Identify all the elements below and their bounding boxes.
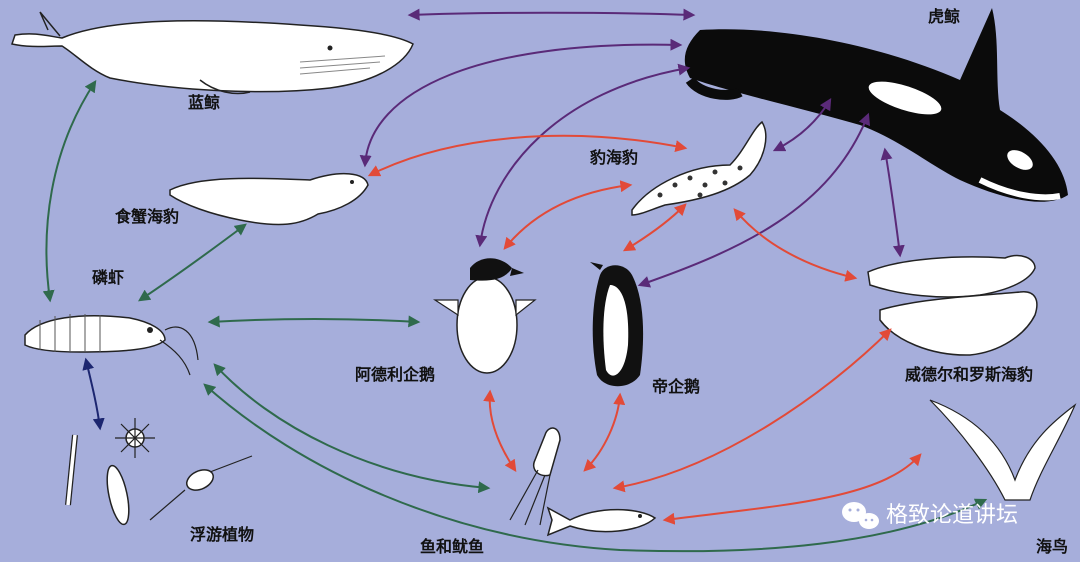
arrow-krill-to-crabeater bbox=[140, 225, 245, 300]
label-krill: 磷虾 bbox=[92, 268, 124, 287]
crabeater-seal-icon bbox=[170, 174, 368, 225]
arrow-adelie-to-orca bbox=[480, 68, 688, 245]
leopard-seal-icon bbox=[632, 122, 766, 215]
label-phytoplankton: 浮游植物 bbox=[190, 525, 254, 544]
arrow-crabeater-to-orca bbox=[365, 45, 680, 165]
wechat-icon bbox=[842, 502, 879, 529]
adelie-penguin-icon bbox=[435, 258, 535, 373]
seabird-icon bbox=[930, 400, 1075, 500]
label-crabeater-seal: 食蟹海豹 bbox=[114, 207, 179, 226]
arrow-phyto-to-krill bbox=[86, 360, 100, 428]
arrow-fish-to-weddell bbox=[615, 330, 890, 488]
arrow-squid-to-emperor bbox=[585, 395, 620, 470]
label-orca: 虎鲸 bbox=[928, 7, 960, 26]
arrow-weddell-to-orca bbox=[885, 150, 900, 255]
label-weddell-ross-seal: 威德尔和罗斯海豹 bbox=[905, 365, 1033, 384]
phytoplankton-icon bbox=[68, 418, 252, 526]
label-emperor-penguin: 帝企鹅 bbox=[652, 377, 700, 396]
arrow-krill-to-adelie bbox=[210, 319, 418, 322]
watermark: 格致论道讲坛 bbox=[842, 502, 1018, 529]
label-fish-squid: 鱼和鱿鱼 bbox=[420, 537, 484, 556]
weddell-ross-seal-icon bbox=[868, 256, 1037, 355]
label-adelie-penguin: 阿德利企鹅 bbox=[355, 365, 435, 384]
label-seabird: 海鸟 bbox=[1036, 537, 1068, 556]
arrow-squid-to-adelie bbox=[490, 392, 515, 470]
arrow-adelie-to-leopard bbox=[505, 185, 630, 248]
watermark-text: 格致论道讲坛 bbox=[886, 503, 1018, 528]
arrow-krill-to-bluewhale bbox=[46, 82, 95, 300]
emperor-penguin-icon bbox=[590, 262, 643, 386]
arrow-fish-to-seabird bbox=[665, 455, 920, 520]
arrow-weddell-to-leopard bbox=[735, 210, 855, 278]
krill-icon bbox=[25, 314, 198, 375]
arrow-whale-to-orca bbox=[410, 13, 693, 15]
blue-whale-icon bbox=[12, 12, 413, 94]
fish-icon bbox=[548, 508, 655, 535]
label-leopard-seal: 豹海豹 bbox=[589, 148, 638, 167]
label-blue-whale: 蓝鲸 bbox=[188, 93, 220, 112]
